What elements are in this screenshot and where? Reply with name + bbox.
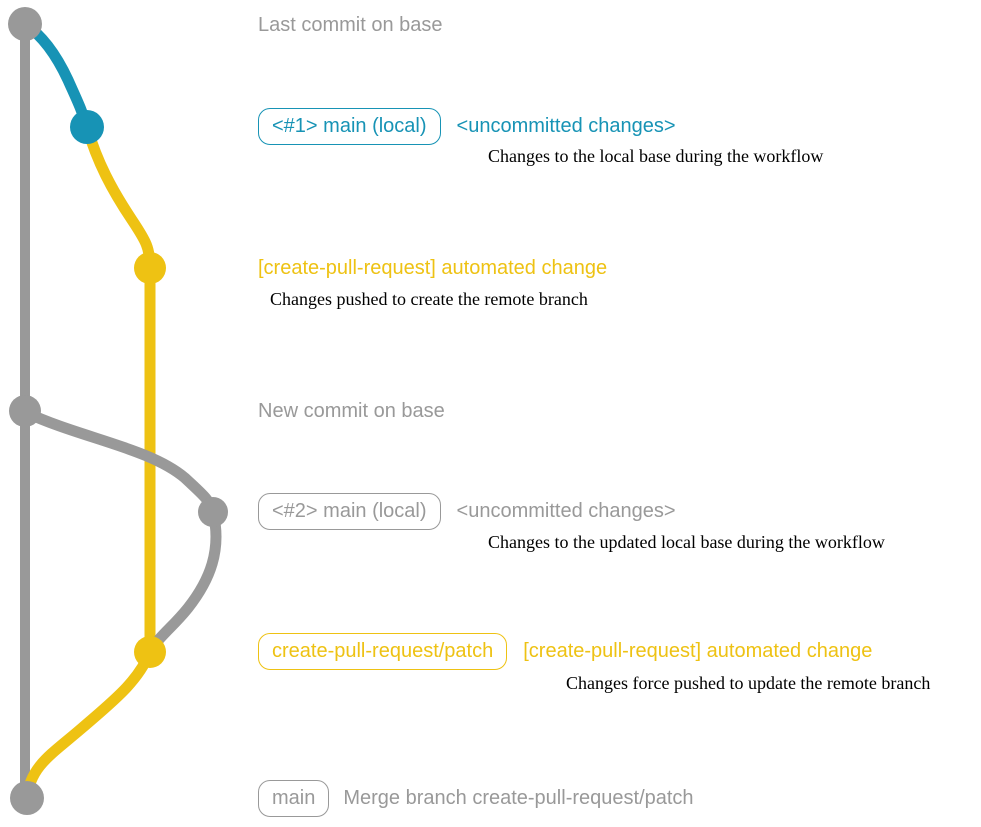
patch-merge-curve	[21, 646, 156, 804]
commit-dot-uncommitted-2	[198, 497, 228, 527]
commit-message-automated-1: [create-pull-request] automated change	[258, 257, 608, 279]
label-new-commit-on-base: New commit on base	[258, 400, 445, 422]
commit-dot-new-base	[9, 395, 41, 427]
git-graph	[8, 7, 228, 815]
rebase-curve	[144, 506, 222, 658]
commit-message-automated-2: [create-pull-request] automated change	[523, 640, 873, 662]
commit-note-automated-2: Changes force pushed to update the remot…	[566, 673, 931, 693]
local-main-branch-line	[19, 18, 93, 133]
commit-dot-automated-change-2	[134, 636, 166, 668]
patch-branch-curve-top	[81, 121, 156, 274]
commit-dot-last-base	[8, 7, 42, 41]
commit-message-uncommitted-2: <uncommitted changes>	[456, 500, 676, 522]
updated-local-main-curve	[19, 406, 219, 518]
commit-row-2: <#2> main (local) <uncommitted changes>	[258, 493, 676, 530]
commit-dot-automated-change-1	[134, 252, 166, 284]
branch-badge-main-local-1: <#1> main (local)	[258, 108, 441, 145]
branch-badge-patch: create-pull-request/patch	[258, 633, 508, 670]
commit-message-uncommitted-1: <uncommitted changes>	[456, 115, 676, 137]
label-last-commit-on-base: Last commit on base	[258, 14, 443, 36]
commit-dot-merge	[10, 781, 44, 815]
branch-badge-main: main	[258, 780, 330, 817]
commit-row-3: create-pull-request/patch [create-pull-r…	[258, 633, 872, 670]
commit-note-automated-1: Changes pushed to create the remote bran…	[270, 289, 588, 309]
branch-badge-main-local-2: <#2> main (local)	[258, 493, 441, 530]
commit-message-merge: Merge branch create-pull-request/patch	[343, 787, 694, 809]
commit-note-uncommitted-2: Changes to the updated local base during…	[488, 532, 885, 552]
commit-note-uncommitted-1: Changes to the local base during the wor…	[488, 146, 824, 166]
commit-row-1: <#1> main (local) <uncommitted changes>	[258, 108, 676, 145]
commit-dot-uncommitted-1	[70, 110, 104, 144]
commit-row-merge: main Merge branch create-pull-request/pa…	[258, 780, 694, 817]
